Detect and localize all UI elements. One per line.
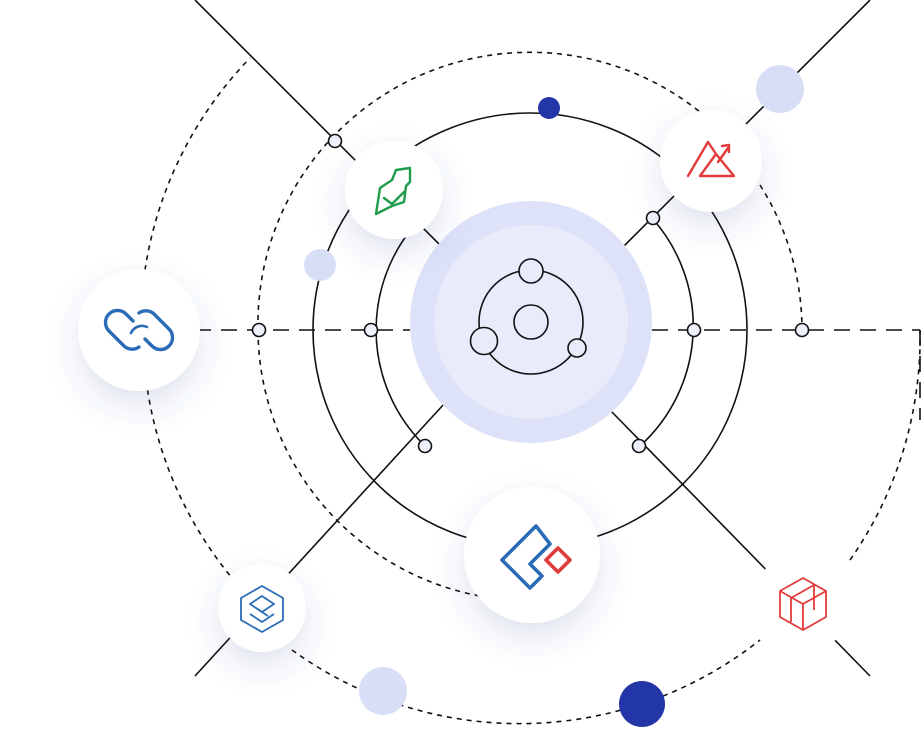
accent-dot-dark <box>538 97 560 119</box>
junction-dot <box>327 133 343 149</box>
junction-dot <box>251 322 267 338</box>
creator-icon <box>500 524 572 590</box>
junction-dot <box>686 322 702 338</box>
accent-dot-dark-large <box>619 681 665 727</box>
junction-dot <box>645 210 661 226</box>
node-creator[interactable] <box>464 487 600 623</box>
node-analytics[interactable] <box>660 110 762 212</box>
cube-icon <box>779 577 827 631</box>
accent-dot-light <box>756 65 804 113</box>
node-sign[interactable] <box>345 141 443 239</box>
junction-dot <box>631 438 647 454</box>
orbit-dashed-inner-bottom <box>257 329 481 597</box>
integration-icon <box>240 585 284 633</box>
accent-dot-light-small <box>304 249 336 281</box>
node-cube[interactable] <box>752 553 852 653</box>
orbit-dashed-outer-bottom <box>291 639 761 725</box>
analytics-icon <box>686 140 736 178</box>
accent-dot-light-bottom <box>359 667 407 715</box>
node-connect[interactable] <box>78 269 200 391</box>
hub-network-icon <box>469 258 587 375</box>
orbit-dashed-outer-left <box>144 369 233 579</box>
junction-dot <box>794 322 810 338</box>
junction-dot <box>363 322 379 338</box>
connect-icon <box>103 308 175 352</box>
sign-icon <box>374 166 412 216</box>
orbit-dashed-outer <box>144 57 251 271</box>
orbit-dashed-inner <box>257 51 701 331</box>
orbit-dashed-outer-right <box>849 329 921 561</box>
junction-dot <box>417 438 433 454</box>
orbit-dashed-inner-right <box>759 184 803 331</box>
node-integration[interactable] <box>218 564 306 652</box>
central-hub <box>410 201 652 443</box>
